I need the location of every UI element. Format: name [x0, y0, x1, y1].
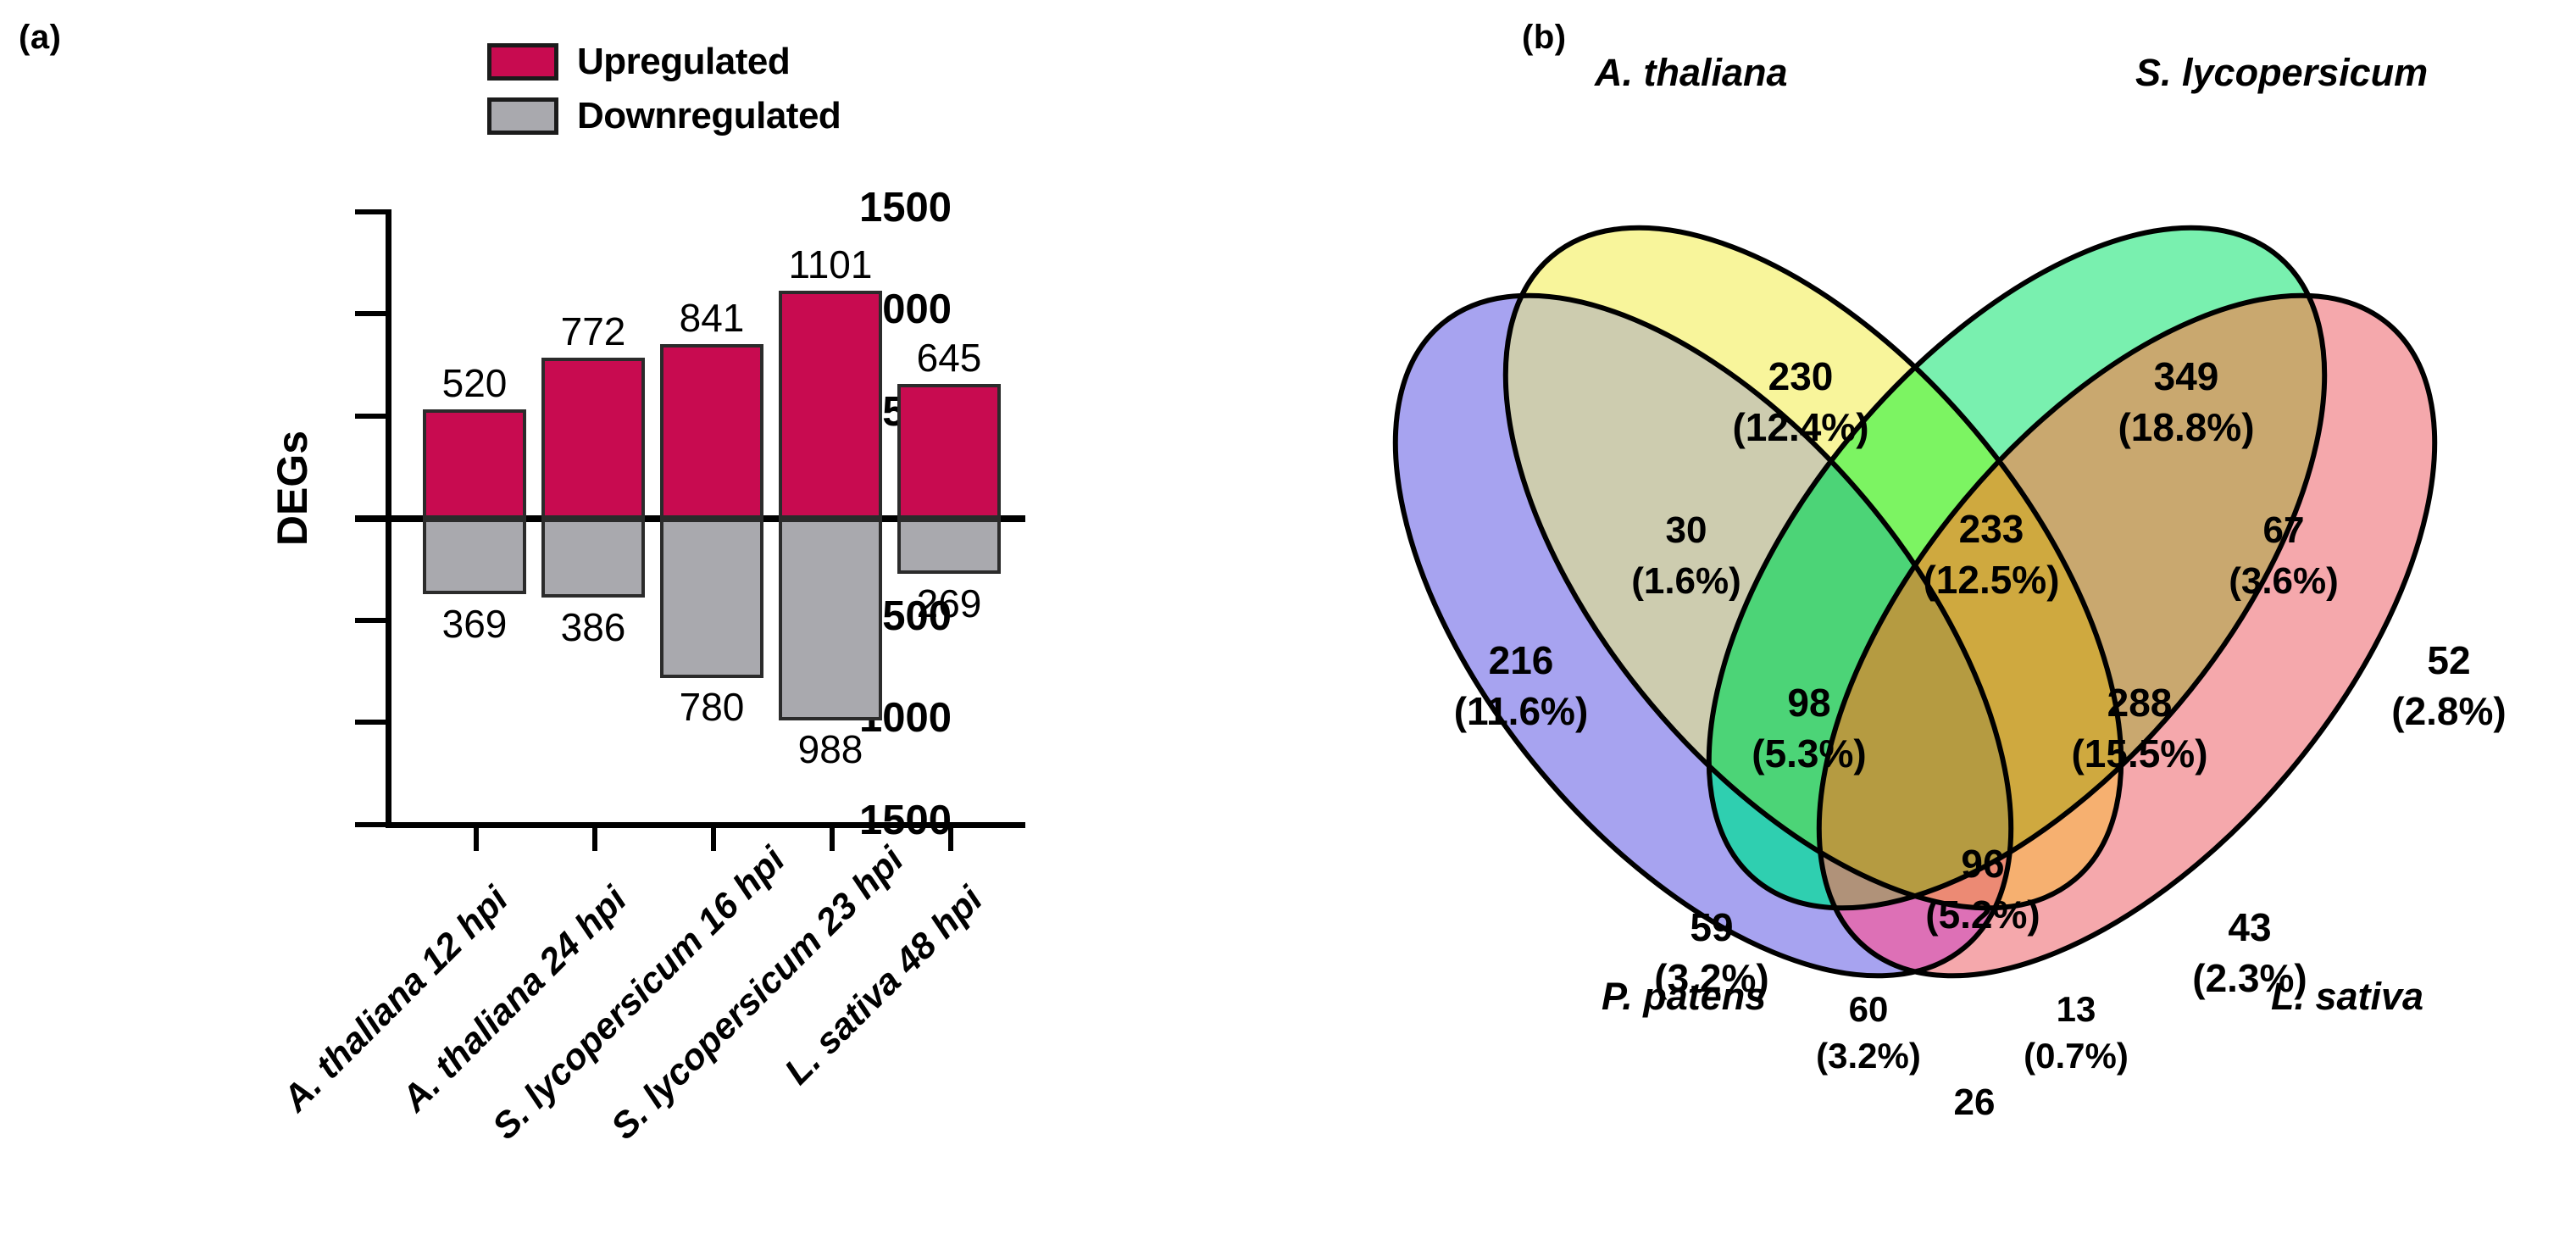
- venn-pct-a-only: (12.4%): [1732, 405, 1868, 449]
- legend-label-upregulated: Upregulated: [577, 41, 791, 82]
- venn-pct-pasl: (5.2%): [1925, 892, 2040, 937]
- bar-value-down-5: 269: [916, 581, 982, 626]
- bar-value-up-4: 1101: [788, 242, 873, 286]
- legend-item-downregulated: Downregulated: [487, 95, 841, 137]
- y-tick-1000-neg: [355, 720, 386, 725]
- y-axis-title: DEGs: [269, 430, 316, 547]
- venn-count-p-only: 216: [1489, 638, 1554, 682]
- bar-value-down-1: 369: [441, 602, 508, 646]
- venn-outlines: [1392, 225, 2438, 979]
- venn-count-pal: 13: [2057, 989, 2096, 1029]
- venn-count-a-only: 230: [1768, 354, 1834, 398]
- bar-up-1: [423, 409, 526, 519]
- venn-count-pas: 98: [1787, 681, 1830, 725]
- venn-four-set-svg: 216 (11.6%) 230 (12.4%) 349 (18.8%) 52 (…: [1392, 225, 2507, 1123]
- y-tick-zero: [355, 515, 386, 522]
- bar-down-1: [423, 519, 526, 594]
- venn-label-s-lycopersicum: S. lycopersicum: [2135, 51, 2429, 94]
- legend-item-upregulated: Upregulated: [487, 41, 841, 83]
- venn-count-l-only: 52: [2427, 638, 2470, 682]
- venn-pct-pas: (5.3%): [1752, 731, 1866, 776]
- y-label-1500-neg: 1500: [858, 798, 952, 843]
- bar-value-down-2: 386: [560, 605, 626, 649]
- bar-down-3: [660, 519, 763, 678]
- x-tick-2: [592, 822, 597, 851]
- venn-count-s-only: 349: [2154, 354, 2219, 398]
- venn-pct-pal: (0.7%): [2024, 1036, 2129, 1076]
- bar-up-2: [541, 358, 645, 519]
- y-label-500-neg: 500: [882, 593, 952, 639]
- venn-pct-as: (12.5%): [1923, 558, 2059, 602]
- bar-up-4: [779, 291, 882, 519]
- bar-value-up-2: 772: [560, 309, 626, 353]
- venn-label-a-thaliana: A. thaliana: [1595, 51, 1788, 94]
- x-tick-5: [948, 822, 953, 851]
- venn-pct-pa: (1.6%): [1631, 560, 1741, 602]
- venn-pct-ps: (3.2%): [1654, 956, 1768, 1000]
- venn-count-psl: 60: [1849, 989, 1889, 1029]
- legend-label-downregulated: Downregulated: [577, 95, 841, 136]
- bar-chart-legend: Upregulated Downregulated: [487, 41, 841, 149]
- bar-up-3: [660, 344, 763, 519]
- bar-up-5: [897, 384, 1001, 519]
- venn-pct-p-only: (11.6%): [1454, 689, 1589, 733]
- venn-count-ps: 59: [1690, 905, 1733, 949]
- y-tick-500-pos: [355, 414, 386, 419]
- x-tick-4: [830, 822, 835, 851]
- y-tick-500-neg: [355, 618, 386, 623]
- panel-a-bar-chart: (a) Upregulated Downregulated 1500: [0, 0, 1271, 1251]
- bar-value-down-3: 780: [679, 685, 745, 729]
- venn-pct-al: (2.3%): [2192, 956, 2307, 1000]
- bar-value-down-4: 988: [797, 727, 863, 771]
- bar-down-4: [779, 519, 882, 720]
- venn-count-sl: 67: [2263, 509, 2305, 551]
- y-tick-1000-pos: [355, 311, 386, 316]
- venn-label-l-sativa: L. sativa: [2271, 975, 2424, 1018]
- x-axis-line: [386, 822, 1025, 828]
- venn-count-pl: 26: [1954, 1081, 1996, 1123]
- venn-pct-l-only: (2.8%): [2391, 689, 2506, 733]
- venn-count-asl: 288: [2107, 681, 2173, 725]
- legend-swatch-downregulated: [487, 97, 558, 135]
- bar-value-up-3: 841: [679, 296, 745, 340]
- x-tick-1: [474, 822, 479, 851]
- venn-pct-asl: (15.5%): [2071, 731, 2207, 776]
- y-tick-1500-neg: [355, 822, 386, 827]
- panel-b-venn-diagram: (b) A. thaliana S. lycopersicum P. paten…: [1271, 0, 2576, 1251]
- bar-plot-area: 1500 1000 500 0 500 1000 1500 DEGs 520 3…: [269, 187, 1025, 1148]
- bar-value-up-1: 520: [441, 361, 508, 405]
- bar-down-5: [897, 519, 1001, 574]
- venn-pct-s-only: (18.8%): [2118, 405, 2254, 449]
- venn-pct-sl: (3.6%): [2229, 560, 2339, 602]
- venn-count-pa: 30: [1666, 509, 1707, 551]
- y-tick-1500-pos: [355, 209, 386, 214]
- venn-count-pasl: 96: [1961, 842, 2004, 886]
- venn-pct-psl: (3.2%): [1816, 1036, 1921, 1076]
- panel-b-tag: (b): [1522, 19, 1567, 56]
- bar-value-up-5: 645: [916, 336, 982, 380]
- legend-swatch-upregulated: [487, 43, 558, 81]
- x-tick-3: [711, 822, 716, 851]
- y-label-1500-pos: 1500: [858, 185, 952, 231]
- venn-count-al: 43: [2228, 905, 2271, 949]
- venn-label-p-patens: P. patens: [1602, 975, 1767, 1018]
- venn-count-as: 233: [1959, 507, 2024, 551]
- bar-down-2: [541, 519, 645, 598]
- panel-a-tag: (a): [19, 19, 62, 56]
